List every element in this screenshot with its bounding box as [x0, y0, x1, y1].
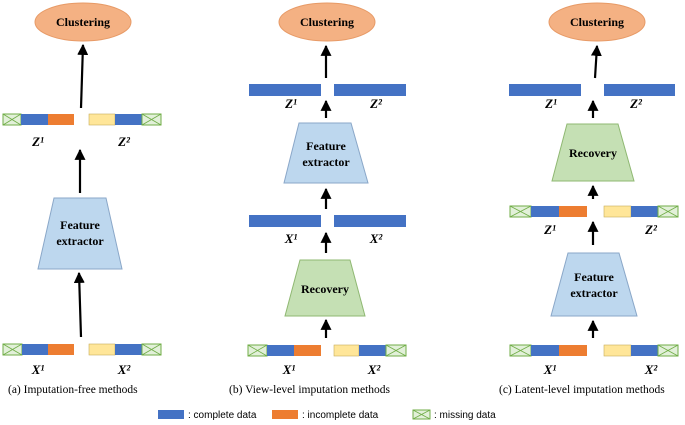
panel-b: Clustering Z¹ Z² Feature extractor X¹ X²…: [229, 2, 407, 396]
light-block: [603, 344, 632, 357]
incomplete-block: [559, 345, 587, 356]
recovery-node: [551, 123, 635, 182]
recovery-label: Recovery: [301, 282, 349, 296]
legend-complete-label: : complete data: [188, 410, 257, 421]
incomplete-block: [48, 344, 74, 355]
z2-bar: [334, 84, 406, 96]
complete-block: [531, 345, 559, 356]
z1-bar: [509, 205, 587, 218]
panel-a: Clustering Z¹ Z² Feature extractor: [2, 2, 162, 396]
clustering-label: Clustering: [300, 15, 354, 29]
feature-extractor-node: [283, 122, 369, 184]
feature-label-line2: extractor: [56, 234, 104, 248]
z1-bar: [2, 113, 74, 126]
recovery-label: Recovery: [569, 146, 617, 160]
x2-bar: [603, 344, 679, 357]
incomplete-block: [48, 114, 74, 125]
z2-label: Z²: [644, 222, 658, 237]
x1-label: X¹: [282, 362, 296, 377]
feature-label-line1: Feature: [306, 139, 346, 153]
feature-label-line2: extractor: [570, 286, 618, 300]
legend-missing-swatch: [412, 409, 431, 420]
clustering-node: [548, 2, 646, 42]
x2-mid-bar: [334, 215, 406, 227]
x2-mid-label: X²: [369, 231, 384, 246]
legend: : complete data : incomplete data : miss…: [158, 409, 496, 421]
arrow: [590, 44, 602, 79]
incomplete-block: [559, 206, 587, 217]
x1-label: X¹: [543, 362, 557, 377]
z1-bar: [249, 84, 321, 96]
feature-extractor-node: [550, 252, 638, 317]
clustering-node: [278, 2, 376, 42]
z2-label: Z²: [369, 96, 383, 111]
complete-block: [21, 114, 48, 125]
light-block: [88, 113, 116, 126]
x2-label: X²: [644, 362, 659, 377]
legend-incomplete-swatch: [272, 410, 298, 419]
panel-c: Clustering Z¹ Z² Recovery Z¹ Z² Feature …: [499, 2, 679, 396]
z1-label: Z¹: [543, 222, 556, 237]
feature-label-line1: Feature: [60, 218, 100, 232]
feature-extractor-node: [37, 197, 123, 270]
arrow: [77, 43, 89, 109]
complete-block: [115, 344, 142, 355]
x2-label: X²: [367, 362, 382, 377]
x2-bar: [333, 344, 407, 357]
complete-block: [631, 206, 658, 217]
z2-top-label: Z²: [629, 96, 643, 111]
clustering-label: Clustering: [56, 15, 110, 29]
x1-mid-bar: [249, 215, 321, 227]
x1-label: X¹: [31, 362, 45, 377]
feature-label-line1: Feature: [574, 270, 614, 284]
complete-block: [267, 345, 294, 356]
arrow: [73, 271, 85, 338]
feature-label-line2: extractor: [302, 155, 350, 169]
x1-bar: [509, 344, 587, 357]
caption-a: (a) Imputation-free methods: [8, 384, 138, 396]
caption-b: (b) View-level imputation methods: [229, 384, 391, 396]
complete-block: [359, 345, 386, 356]
complete-block: [531, 206, 559, 217]
z2-label: Z²: [117, 134, 131, 149]
complete-block: [22, 344, 48, 355]
light-block: [603, 205, 632, 218]
incomplete-block: [294, 345, 321, 356]
clustering-node: [34, 2, 132, 42]
recovery-node: [284, 259, 366, 317]
x2-label: X²: [117, 362, 132, 377]
z1-label: Z¹: [31, 134, 44, 149]
x1-mid-label: X¹: [284, 231, 298, 246]
z1-label: Z¹: [284, 96, 297, 111]
x1-bar: [247, 344, 321, 357]
z1-top-label: Z¹: [544, 96, 557, 111]
legend-complete-swatch: [158, 410, 184, 419]
z2-top-bar: [604, 84, 675, 96]
complete-block: [115, 114, 142, 125]
caption-c: (c) Latent-level imputation methods: [499, 384, 665, 396]
clustering-label: Clustering: [570, 15, 624, 29]
z2-bar: [88, 113, 162, 126]
z2-bar: [603, 205, 679, 218]
legend-missing-label: : missing data: [434, 410, 496, 421]
z1-top-bar: [509, 84, 581, 96]
legend-incomplete-label: : incomplete data: [302, 410, 379, 421]
light-block: [333, 344, 360, 357]
x1-bar: [2, 343, 74, 356]
light-block: [88, 343, 116, 356]
complete-block: [631, 345, 658, 356]
x2-bar: [88, 343, 162, 356]
